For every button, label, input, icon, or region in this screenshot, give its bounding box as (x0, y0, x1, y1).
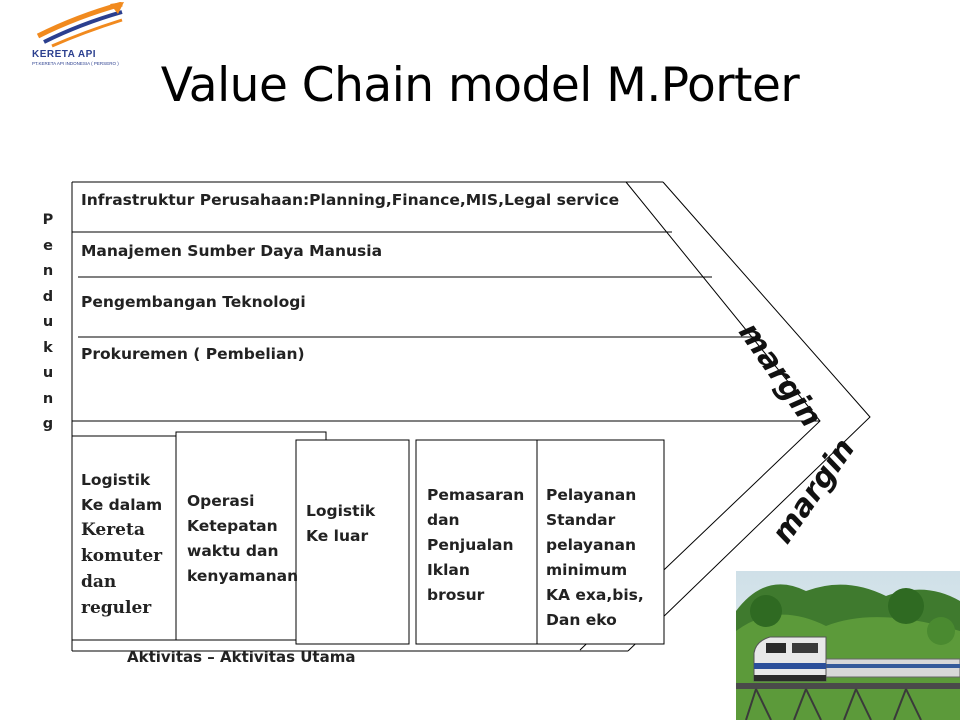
support-technology: Pengembangan Teknologi (81, 293, 306, 311)
primary-inbound-logistics: Logistik Ke dalam (81, 471, 163, 514)
primary-marketing-sales: Pemasaran dan Penjualan Iklan brosur (427, 486, 525, 604)
kereta-api-logo (36, 2, 124, 48)
primary-outbound-logistics: Logistik Ke luar (306, 502, 376, 545)
support-procurement: Prokuremen ( Pembelian) (81, 345, 305, 363)
primary-inbound-detail: Kereta komuter dan reguler (81, 520, 163, 618)
logo-name: KERETA API (32, 49, 97, 60)
support-infrastructure: Infrastruktur Perusahaan:Planning,Financ… (81, 191, 620, 209)
primary-operations: Operasi Ketepatan waktu dan kenyamanan (187, 492, 299, 585)
primary-service: Pelayanan Standar pelayanan minimum KA e… (546, 486, 644, 629)
train-photo (736, 571, 960, 720)
support-hrm: Manajemen Sumber Daya Manusia (81, 242, 383, 260)
side-label-pendukung: P e n d u k u n g (42, 212, 54, 432)
logo-subtitle: PT.KERETA API INDONESIA ( PERSERO ) (32, 61, 119, 66)
page-title: Value Chain model M.Porter (160, 58, 800, 113)
primary-activities-label: Aktivitas – Aktivitas Utama (127, 648, 356, 666)
